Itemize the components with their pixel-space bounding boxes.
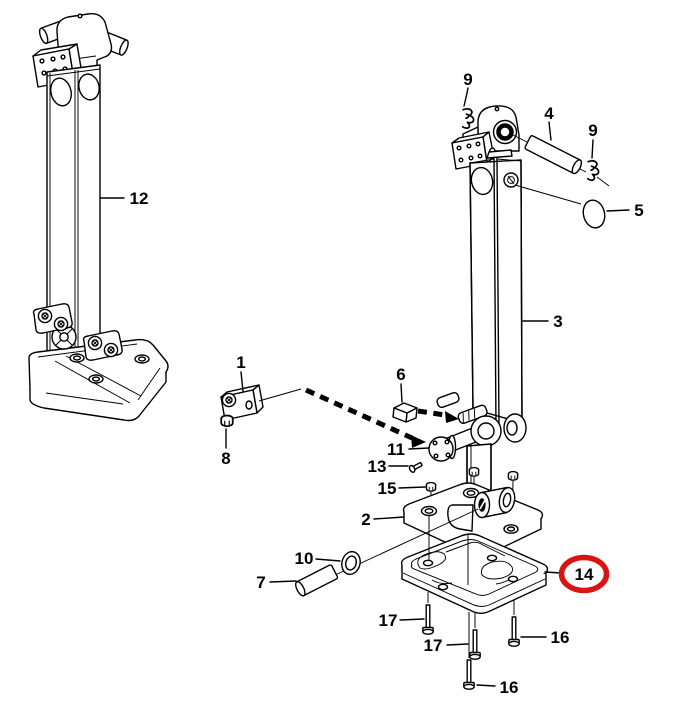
callout-label[interactable]: 7 (256, 573, 265, 592)
nut (507, 470, 519, 481)
callout-4[interactable]: 4 (544, 104, 554, 141)
flange-disc-11 (428, 434, 457, 462)
pivot-clevis (447, 504, 474, 532)
callout-label[interactable]: 16 (551, 628, 570, 647)
port-threaded-hole (503, 172, 519, 188)
callout-15[interactable]: 15 (378, 479, 426, 498)
callout-5[interactable]: 5 (606, 201, 644, 220)
callout-3[interactable]: 3 (522, 312, 563, 331)
callout-label[interactable]: 2 (361, 510, 370, 529)
callout-10[interactable]: 10 (295, 549, 341, 568)
clamp-block-6 (392, 402, 418, 423)
callout-1[interactable]: 1 (236, 353, 246, 392)
callout-11[interactable]: 11 (387, 440, 430, 459)
callout-label[interactable]: 8 (221, 449, 230, 468)
callout-8[interactable]: 8 (221, 428, 231, 468)
foot-plate-left (28, 338, 169, 422)
hose-routing (258, 387, 459, 448)
bolt-16a (508, 616, 520, 647)
callout-label[interactable]: 3 (553, 312, 562, 331)
callout-16b[interactable]: 16 (476, 678, 519, 697)
cotter-pin-9a (459, 107, 476, 130)
callout-label[interactable]: 14 (575, 565, 594, 584)
plug-5 (582, 199, 606, 229)
pivot-pin-4 (524, 135, 583, 175)
nut (468, 466, 480, 477)
callout-label[interactable]: 5 (634, 201, 643, 220)
nut-8 (220, 414, 234, 428)
clamp-plate-lower (82, 330, 123, 361)
pin-7 (294, 564, 339, 597)
callout-label[interactable]: 10 (295, 549, 314, 568)
bolt-17b (469, 629, 481, 660)
callout-14-highlighted[interactable]: 14 (544, 554, 610, 594)
callout-label[interactable]: 13 (368, 457, 387, 476)
callout-16a[interactable]: 16 (520, 628, 570, 647)
callout-label[interactable]: 16 (500, 678, 519, 697)
leg-column-left (46, 64, 101, 357)
pivot-bushing (473, 486, 516, 519)
callout-label[interactable]: 11 (387, 440, 405, 459)
callout-2[interactable]: 2 (361, 510, 405, 529)
callout-label[interactable]: 6 (396, 365, 405, 384)
bolt-16b (463, 659, 475, 690)
callout-17b[interactable]: 17 (424, 636, 469, 655)
screw-13 (408, 462, 423, 473)
cylinder-barrel (469, 157, 523, 428)
callout-label[interactable]: 9 (588, 121, 597, 140)
bolt-projection-lines (427, 516, 515, 658)
callout-9a[interactable]: 9 (463, 70, 473, 107)
callout-13[interactable]: 13 (368, 457, 409, 476)
support-leg-exploded (220, 105, 610, 690)
callout-label[interactable]: 4 (544, 104, 554, 123)
support-pad-14 (400, 533, 549, 614)
callout-label[interactable]: 15 (378, 479, 397, 498)
callout-label[interactable]: 1 (236, 353, 245, 372)
bracket-1 (220, 384, 264, 421)
callout-label[interactable]: 17 (424, 636, 443, 655)
nut-15 (425, 481, 437, 492)
barrel-eyes (470, 413, 527, 447)
foot-pivot (51, 324, 77, 350)
callout-label[interactable]: 12 (130, 189, 149, 208)
highlight-ellipse[interactable] (558, 554, 610, 594)
callout-6[interactable]: 6 (396, 365, 406, 403)
callout-7[interactable]: 7 (256, 573, 297, 592)
callout-9b[interactable]: 9 (588, 121, 598, 159)
callout-label[interactable]: 17 (379, 611, 398, 630)
callout-label[interactable]: 9 (463, 70, 472, 89)
callouts: 12 9 4 9 5 3 1 6 (99, 70, 644, 697)
support-leg-assembled (28, 12, 169, 422)
callout-17a[interactable]: 17 (379, 611, 425, 630)
cylinder-head-right (451, 105, 520, 170)
callout-12[interactable]: 12 (99, 189, 149, 208)
o-ring-10 (341, 550, 361, 576)
clamp-plate-upper (32, 303, 73, 334)
